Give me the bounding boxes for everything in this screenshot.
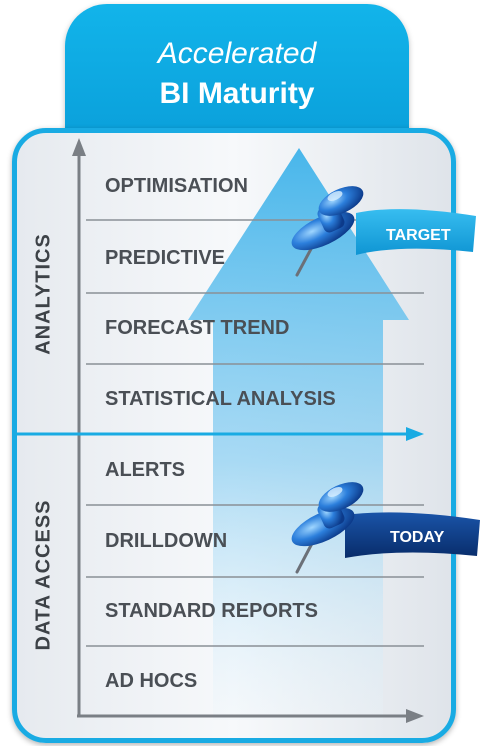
target-flag [356, 209, 476, 255]
level-optimisation: OPTIMISATION [105, 175, 248, 197]
target-pushpin-icon [291, 186, 364, 277]
header-subtitle: Accelerated [157, 37, 317, 70]
level-statistical-analysis: STATISTICAL ANALYSIS [105, 388, 336, 410]
today-pushpin-icon [291, 482, 364, 574]
section-label-analytics: ANALYTICS [32, 233, 55, 355]
level-standard-reports: STANDARD REPORTS [105, 600, 318, 622]
row-separators [86, 219, 424, 647]
vertical-axis [72, 138, 86, 716]
level-forecast-trend: FORECAST TREND [105, 317, 290, 339]
section-label-data-access: DATA ACCESS [32, 499, 55, 651]
level-ad-hocs: AD HOCS [105, 670, 198, 692]
level-alerts: ALERTS [105, 459, 185, 481]
level-predictive: PREDICTIVE [105, 247, 226, 269]
maturity-header: Accelerated BI Maturity [65, 4, 409, 144]
level-drilldown: DRILLDOWN [105, 530, 228, 552]
today-label: TODAY [390, 529, 445, 546]
today-flag [345, 512, 480, 558]
target-label: TARGET [386, 227, 451, 244]
header-title: BI Maturity [159, 77, 315, 110]
section-divider-arrow [14, 427, 424, 441]
horizontal-axis [77, 709, 424, 723]
